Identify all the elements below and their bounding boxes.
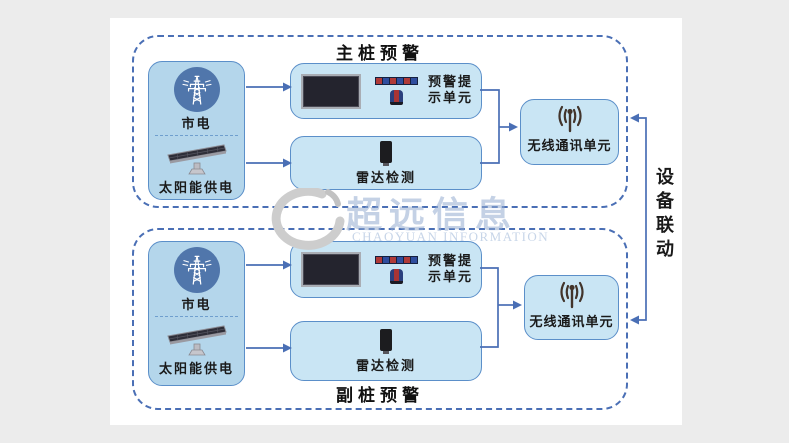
equipment-linkage-label: 设备联动	[653, 167, 674, 263]
warning-unit-label-line2: 示单元	[428, 269, 474, 285]
mains-power-label: 市电	[181, 298, 212, 313]
wireless-comm-unit-box: 无线通讯单元	[520, 99, 619, 165]
main-pile-warning-section: 主桩预警 市电	[132, 35, 628, 208]
power-supply-box: 市电 太阳能供电	[148, 61, 245, 200]
mains-power-icon	[173, 67, 220, 112]
antenna-icon	[551, 105, 589, 133]
warning-unit-label-line1: 预警提	[428, 253, 474, 269]
power-supply-box: 市电 太阳能供电	[148, 241, 245, 386]
radar-sensor-icon	[380, 140, 392, 166]
led-display-icon	[301, 252, 361, 287]
solar-power-label: 太阳能供电	[158, 181, 234, 196]
warning-prompt-unit-box: 预警提 示单元	[290, 241, 482, 298]
warning-unit-label-line1: 预警提	[428, 75, 474, 90]
beacon-light-icon	[390, 90, 403, 105]
warning-unit-label: 预警提 示单元	[428, 254, 473, 286]
power-divider	[154, 135, 239, 136]
led-display-icon	[301, 73, 361, 109]
wireless-unit-label: 无线通讯单元	[529, 315, 614, 330]
light-bar-icon	[375, 77, 418, 85]
radar-label: 雷达检测	[355, 358, 416, 374]
antenna-icon	[553, 281, 591, 309]
beacon-light-icon	[390, 268, 403, 284]
radar-sensor-icon	[380, 328, 392, 354]
secondary-pile-warning-section: 副桩预警 市电	[132, 228, 628, 410]
warning-unit-label-line2: 示单元	[428, 91, 474, 106]
power-divider	[154, 316, 239, 317]
warning-lights	[375, 77, 418, 105]
solar-panel-icon	[165, 138, 229, 176]
solar-power-label: 太阳能供电	[158, 362, 234, 377]
mains-power-icon	[173, 247, 220, 293]
wireless-unit-label: 无线通讯单元	[527, 139, 612, 154]
solar-panel-icon	[165, 319, 229, 357]
mains-power-label: 市电	[181, 117, 212, 132]
wireless-comm-unit-box: 无线通讯单元	[524, 275, 619, 340]
radar-label: 雷达检测	[355, 170, 416, 186]
warning-prompt-unit-box: 预警提 示单元	[290, 63, 482, 119]
section-title-main: 主桩预警	[336, 44, 424, 64]
radar-detection-box: 雷达检测	[290, 321, 482, 381]
light-bar-icon	[375, 255, 418, 264]
warning-lights	[375, 255, 418, 284]
radar-detection-box: 雷达检测	[290, 136, 482, 190]
section-title-secondary: 副桩预警	[336, 386, 424, 406]
warning-unit-label: 预警提 示单元	[428, 75, 473, 107]
